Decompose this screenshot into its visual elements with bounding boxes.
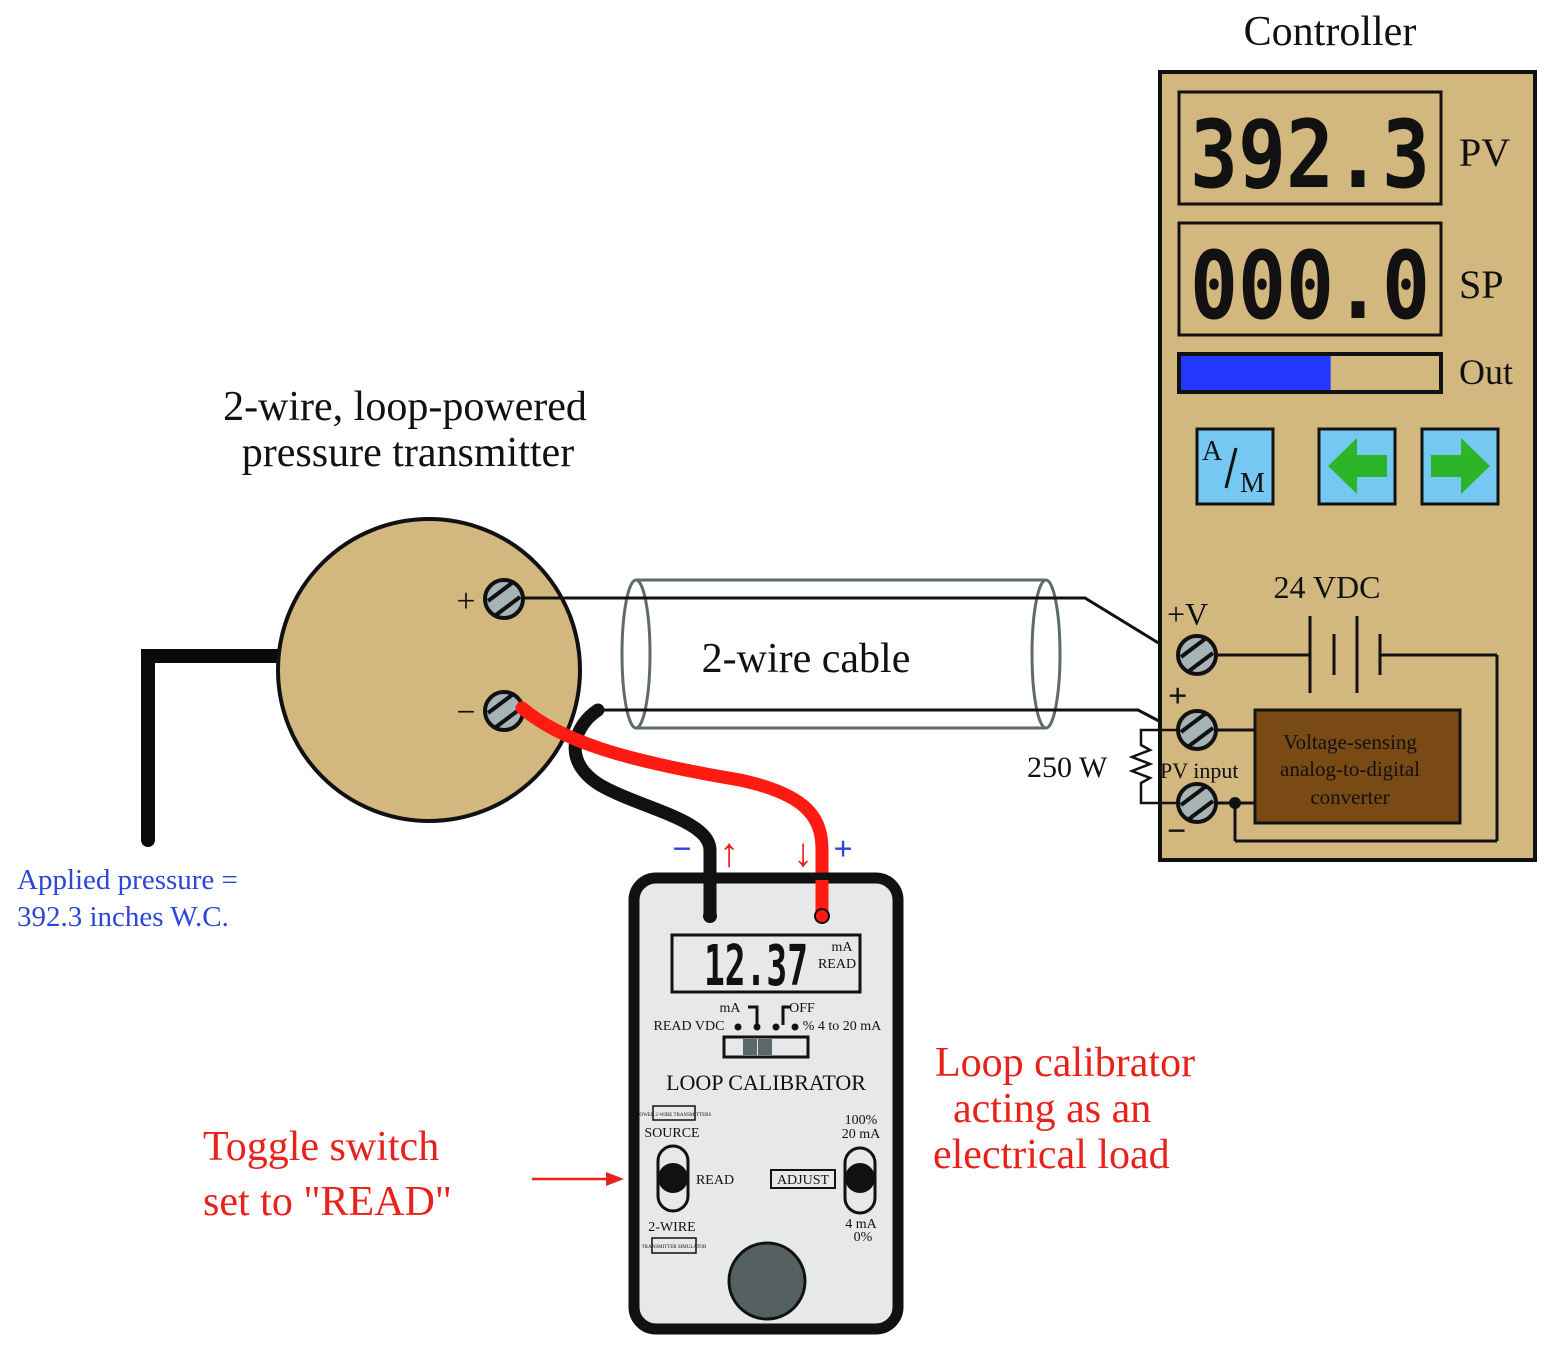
range-top-line-1: 100% [845, 1113, 878, 1128]
range-toggle-knob [845, 1163, 875, 1193]
black-test-lead [568, 703, 717, 922]
transmitter-title-line-2: pressure transmitter [242, 430, 574, 476]
red-jack-icon[interactable] [814, 908, 830, 924]
decrease-button[interactable] [1317, 427, 1397, 506]
am-slash [1224, 447, 1238, 489]
plus-v-label: +V [1167, 596, 1208, 632]
increase-button[interactable] [1420, 427, 1500, 506]
calibrator-display [670, 933, 862, 994]
controller: Controller 392.3 PV 000.0 SP Out A M 24 … [1027, 9, 1537, 862]
pv-display [1177, 90, 1443, 206]
out-label: Out [1459, 352, 1513, 392]
output-bar [1177, 352, 1443, 394]
selector-dot-percent [791, 1023, 799, 1031]
output-bar-fill [1181, 356, 1331, 390]
current-down-arrow: ↓ [793, 830, 813, 875]
pv-value: 392.3 [1190, 101, 1430, 210]
range-top-line-2: 20 mA [842, 1127, 881, 1142]
resistor-label: 250 W [1027, 751, 1108, 784]
transmitter-body [276, 517, 582, 823]
pv-plus-label: + [1168, 678, 1187, 715]
transmitter-title-line-1: 2-wire, loop-powered [223, 384, 587, 430]
sp-display [1177, 221, 1443, 337]
source-box-text: POWER 2-WIRE TRANSMITTERS [637, 1113, 712, 1118]
pv-label: PV [1459, 130, 1510, 175]
annotation-toggle-line-2: set to "READ" [203, 1179, 452, 1225]
adc-line-1: Voltage-sensing [1283, 730, 1417, 754]
selector-dot-off [772, 1023, 780, 1031]
battery-icon [1218, 616, 1499, 843]
simulator-box [651, 1237, 697, 1254]
selector-ma-label: mA [720, 1001, 742, 1016]
controller-title: Controller [1244, 9, 1417, 55]
calibrator-brand: LOOP CALIBRATOR [666, 1070, 866, 1095]
mode-slide-switch[interactable] [722, 1035, 810, 1059]
annotation-calibrator-line-3: electrical load [933, 1132, 1170, 1178]
applied-pressure-line-1: Applied pressure = [17, 864, 238, 896]
read-label: READ [696, 1173, 734, 1188]
annotation-toggle-line-1: Toggle switch [203, 1124, 439, 1170]
transmitter-minus-label: − [456, 694, 475, 731]
calibrator-reading: 12.37 [704, 934, 808, 999]
cable-end-left [620, 578, 652, 730]
selector-dot-read-vdc [734, 1023, 742, 1031]
lead-plus-label: + [833, 831, 852, 868]
lead-minus-label: − [672, 831, 691, 868]
junction-dot [1229, 797, 1241, 809]
pressure-pipe [141, 649, 287, 847]
cable-label: 2-wire cable [702, 636, 911, 682]
loop-calibrator: 12.37 mA READ mA OFF READ VDC % 4 to 20 … [628, 872, 904, 1335]
am-bottom-label: M [1240, 468, 1265, 499]
selector-off-label: OFF [789, 1001, 815, 1016]
annotation-calibrator-line-1: Loop calibrator [935, 1040, 1195, 1086]
simulator-box-text: TRANSMITTER SIMULATOR [642, 1245, 707, 1250]
pv-plus-terminal-icon[interactable] [1176, 709, 1218, 751]
range-toggle[interactable] [843, 1146, 877, 1215]
red-test-lead [515, 701, 829, 922]
adjust-knob[interactable] [727, 1241, 807, 1321]
sp-label: SP [1459, 262, 1504, 307]
adc-line-3: converter [1310, 785, 1389, 809]
wire-positive [523, 596, 1179, 657]
adjust-label: ADJUST [777, 1173, 830, 1188]
am-top-label: A [1202, 436, 1223, 467]
plus-v-terminal-icon[interactable] [1176, 634, 1218, 676]
black-jack-icon[interactable] [703, 909, 717, 923]
source-box [652, 1105, 696, 1121]
supply-label: 24 VDC [1274, 569, 1381, 605]
adc-box [1253, 708, 1462, 825]
source-label: SOURCE [644, 1126, 699, 1141]
selector-dot-ma [753, 1023, 761, 1031]
cable: 2-wire cable [523, 578, 1179, 733]
auto-manual-button[interactable]: A M [1195, 427, 1275, 506]
adc-line-2: analog-to-digital [1280, 757, 1420, 781]
toggle-knob [658, 1163, 688, 1193]
range-bottom-line-1: 4 mA [845, 1217, 877, 1232]
cable-jacket [636, 578, 1046, 730]
current-up-arrow: ↑ [719, 830, 739, 875]
cable-end-right [1030, 578, 1062, 730]
selector-brackets [748, 1005, 791, 1025]
pv-minus-label: − [1167, 813, 1186, 850]
display-mode: READ [818, 957, 856, 972]
two-wire-label: 2-WIRE [648, 1220, 695, 1235]
source-read-toggle[interactable] [656, 1144, 690, 1213]
annotation-calibrator-line-2: acting as an [953, 1086, 1151, 1132]
adjust-button[interactable]: ADJUST [770, 1169, 836, 1189]
transmitter: 2-wire, loop-powered pressure transmitte… [17, 384, 587, 933]
annotation-arrow-icon [532, 1172, 624, 1186]
transmitter-plus-terminal-icon[interactable] [483, 578, 525, 620]
selector-percent-label: % 4 to 20 mA [803, 1019, 882, 1034]
transmitter-plus-label: + [456, 583, 475, 620]
display-unit: mA [832, 940, 854, 955]
left-arrow-icon [1328, 438, 1387, 494]
selector-read-vdc-label: READ VDC [654, 1019, 725, 1034]
right-arrow-icon [1431, 438, 1490, 494]
range-bottom-line-2: 0% [854, 1230, 873, 1245]
pv-input-label: PV input [1160, 758, 1238, 783]
applied-pressure-line-2: 392.3 inches W.C. [17, 901, 229, 933]
sp-value: 000.0 [1190, 232, 1430, 341]
resistor-icon [1128, 728, 1178, 805]
